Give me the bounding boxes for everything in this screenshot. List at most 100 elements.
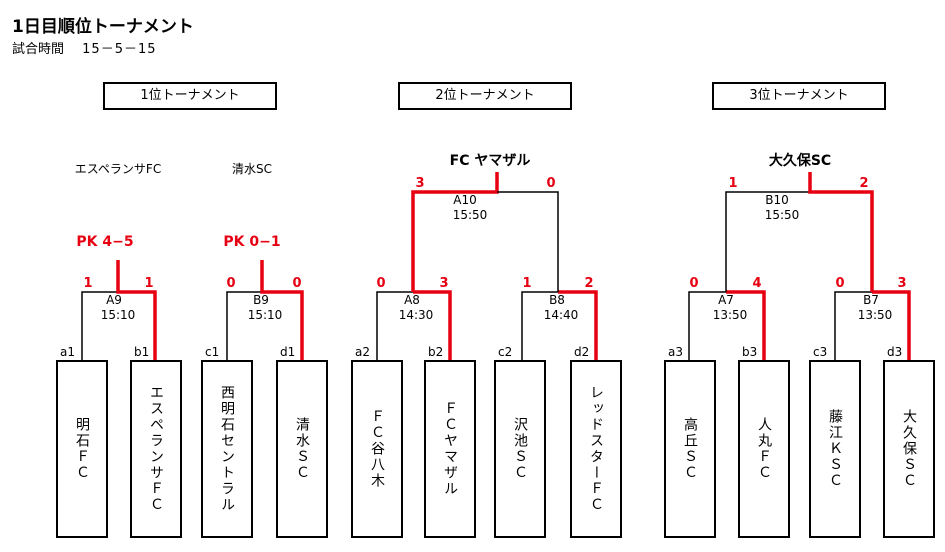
score-a8-right: 3 [439, 276, 449, 291]
match-b9: B9 15:10 [248, 293, 283, 323]
team-box: 清水ＳＣ [276, 360, 328, 538]
team-name: 大久保ＳＣ [901, 409, 917, 489]
team-name: 明石ＦＣ [74, 417, 90, 481]
team-name: 藤江ＫＳＣ [827, 409, 843, 489]
team-name: ＦＣ谷八木 [369, 409, 385, 489]
match-b7: B7 13:50 [858, 293, 893, 323]
header-2nd-place: 2位トーナメント [398, 82, 572, 110]
score-a9-left: 1 [83, 276, 93, 291]
team-box: 大久保ＳＣ [883, 360, 935, 538]
bracket-a9-left-line [81, 291, 118, 360]
bracket-b10 [725, 172, 874, 292]
slot-label: b3 [742, 345, 758, 359]
t2-winner: FC ヤマザル [449, 153, 531, 169]
bracket-b8-right-line [558, 290, 598, 360]
score-b9-right: 0 [292, 276, 302, 291]
match-duration-value: 15－5－15 [82, 42, 157, 57]
slot-label: c1 [205, 345, 220, 359]
score-a9-right: 1 [144, 276, 154, 291]
team-box: レッドスターＦＣ [570, 360, 622, 538]
team-box: ＦＣ谷八木 [351, 360, 403, 538]
score-a7-left: 0 [689, 276, 699, 291]
slot-label: a1 [60, 345, 75, 359]
bracket-a7 [688, 290, 766, 360]
t1-left-team-label: エスペランサFC [74, 162, 162, 176]
slot-label: c3 [813, 345, 828, 359]
bracket-b8 [521, 290, 598, 360]
team-name: エスペランサＦＣ [148, 385, 164, 513]
score-b10-right: 2 [859, 176, 869, 191]
bracket-a8 [376, 290, 452, 360]
slot-label: b1 [134, 345, 150, 359]
slot-label: a2 [355, 345, 370, 359]
t1-right-pk: PK 0−1 [223, 234, 281, 250]
match-b8: B8 14:40 [544, 293, 579, 323]
team-name: 沢池ＳＣ [512, 417, 528, 481]
team-name: レッドスターＦＣ [588, 385, 604, 513]
bracket-a10-right-line [497, 191, 559, 292]
header-1st-place: 1位トーナメント [103, 82, 277, 110]
bracket-b9-left-line [226, 291, 262, 360]
score-a8-left: 0 [376, 276, 386, 291]
bracket-a8-left-line [376, 291, 413, 360]
team-box: 人丸ＦＣ [738, 360, 790, 538]
score-b10-left: 1 [728, 176, 738, 191]
slot-label: b2 [428, 345, 444, 359]
t1-left-pk: PK 4−5 [76, 234, 134, 250]
header-3rd-place: 3位トーナメント [712, 82, 886, 110]
match-a7-id: A7 [718, 293, 734, 307]
bracket-a9-right-line [116, 260, 157, 360]
bracket-a8-right-line [413, 290, 452, 360]
match-a9-id: A9 [106, 293, 122, 307]
match-b10-time: 15:50 [764, 208, 800, 222]
team-name: 高丘ＳＣ [682, 417, 698, 481]
team-name: 清水ＳＣ [294, 417, 310, 481]
score-b8-left: 1 [522, 276, 532, 291]
team-box: 西明石セントラル [201, 360, 253, 538]
team-box: 藤江ＫＳＣ [809, 360, 861, 538]
bracket-a7-left-line [688, 291, 726, 360]
team-box: 明石ＦＣ [56, 360, 108, 538]
bracket-b9-right-line [260, 260, 304, 360]
score-a10-left: 3 [415, 176, 425, 191]
match-b7-id: B7 [863, 293, 879, 307]
score-a10-right: 0 [546, 176, 556, 191]
match-b9-id: B9 [253, 293, 269, 307]
slot-label: d1 [280, 345, 296, 359]
score-a7-right: 4 [752, 276, 762, 291]
match-a7-time: 13:50 [712, 308, 748, 322]
match-b9-time: 15:10 [247, 308, 283, 322]
match-a8-time: 14:30 [398, 308, 434, 322]
slot-label: c2 [498, 345, 513, 359]
page-title: 1日目順位トーナメント [12, 17, 194, 37]
team-box: ＦＣヤマザル [424, 360, 476, 538]
team-name: ＦＣヤマザル [442, 401, 458, 497]
t1-right-team-label: 清水SC [232, 162, 272, 176]
score-b7-left: 0 [835, 276, 845, 291]
match-duration-label: 試合時間 [12, 42, 65, 57]
bracket-a10 [411, 172, 559, 292]
score-b8-right: 2 [584, 276, 594, 291]
match-a10-time: 15:50 [452, 208, 488, 222]
match-a8: A8 14:30 [399, 293, 434, 323]
slot-label: d2 [574, 345, 590, 359]
match-b8-id: B8 [549, 293, 565, 307]
match-a9-time: 15:10 [100, 308, 136, 322]
bracket-b10-left-line [725, 191, 810, 292]
bracket-b7 [834, 290, 911, 360]
match-a10: A10 15:50 [453, 193, 488, 223]
match-b7-time: 13:50 [857, 308, 893, 322]
bracket-b7-right-line [872, 290, 911, 360]
bracket-b8-left-line [521, 291, 558, 360]
bracket-b9 [226, 260, 304, 360]
bracket-b7-left-line [834, 291, 872, 360]
team-box: 高丘ＳＣ [664, 360, 716, 538]
match-a9: A9 15:10 [101, 293, 136, 323]
slot-label: a3 [668, 345, 683, 359]
match-duration: 試合時間 15－5－15 [12, 38, 157, 57]
bracket-b10-right-line [808, 172, 874, 292]
team-box: 沢池ＳＣ [494, 360, 546, 538]
bracket-a7-right-line [726, 290, 766, 360]
score-b7-right: 3 [897, 276, 907, 291]
